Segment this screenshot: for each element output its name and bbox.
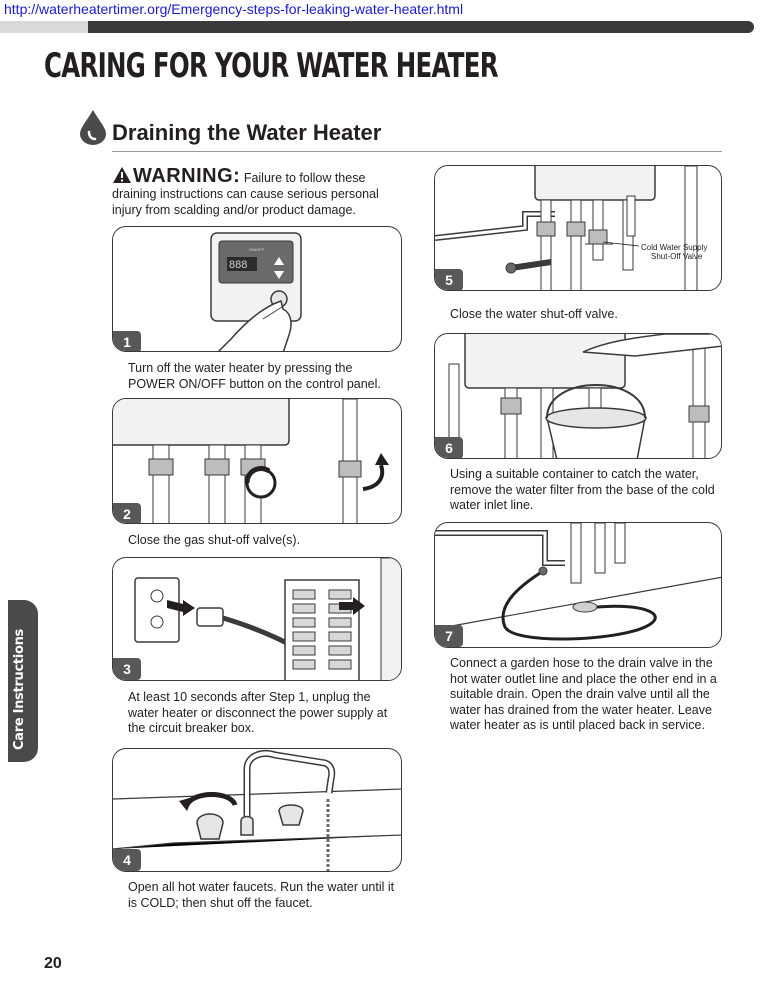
section-divider [112,151,722,152]
main-title: CARING FOR YOUR WATER HEATER [44,46,499,86]
step-7-illustration: 7 [434,522,722,648]
control-panel-label: ON/OFF [249,247,265,252]
control-display: 888 [229,259,247,271]
garden-hose-drawing [435,523,721,641]
section-title: Draining the Water Heater [112,120,382,145]
step-5-illustration: Cold Water Supply Shut-Off Valve 5 5 [434,165,722,291]
step-1-badge: 1 [113,331,141,351]
warning-block: WARNING: Failure to follow these drainin… [112,166,402,218]
step-6-caption: Using a suitable container to catch the … [450,467,715,512]
valve-callout-line2: Shut-Off Valve [651,252,703,261]
page-number: 20 [44,955,62,972]
step-5-caption: Close the water shut-off valve. [450,307,618,321]
warning-triangle-icon [113,167,131,183]
step-2-illustration: 2 [112,398,402,524]
step-3-caption: At least 10 seconds after Step 1, unplug… [128,690,388,735]
warning-text: Failure to follow these draining instruc… [112,171,379,217]
valve-callout-line1: Cold Water Supply [641,243,707,252]
step-5-number: 5 [435,269,463,290]
step-4-caption: Open all hot water faucets. Run the wate… [128,880,395,910]
faucet-drawing [113,750,401,871]
step-1-illustration: 888 ON/OFF 1 [112,226,402,352]
step-6-badge: 6 [435,437,463,458]
water-filter-drawing [448,334,721,458]
step-2-badge: 2 [113,503,141,523]
step-7-caption: Connect a garden hose to the drain valve… [450,656,717,732]
water-drop-icon [80,110,106,145]
step-4-badge: 4 [113,849,141,871]
step-7-badge: 7 [435,625,463,647]
control-panel-drawing: 888 ON/OFF [210,232,302,351]
step-1-caption: Turn off the water heater by pressing th… [128,361,381,391]
step-4-illustration: 4 [112,748,402,872]
step-3-badge: 3 [113,658,141,680]
outlet-breaker-drawing [134,558,401,680]
warning-label: WARNING: [133,165,241,187]
step-6-illustration: 6 [434,333,722,459]
header-bar [88,21,754,33]
source-url[interactable]: http://waterheatertimer.org/Emergency-st… [4,1,464,17]
step-2-caption: Close the gas shut-off valve(s). [128,533,301,547]
header-bar-light [0,21,90,33]
step-3-illustration: 3 [112,557,402,681]
gas-valve-drawing [113,399,389,523]
side-tab: Care Instructions [8,600,38,762]
shutoff-valve-drawing: Cold Water Supply Shut-Off Valve [435,166,707,290]
side-tab-label: Care Instructions [12,629,27,750]
